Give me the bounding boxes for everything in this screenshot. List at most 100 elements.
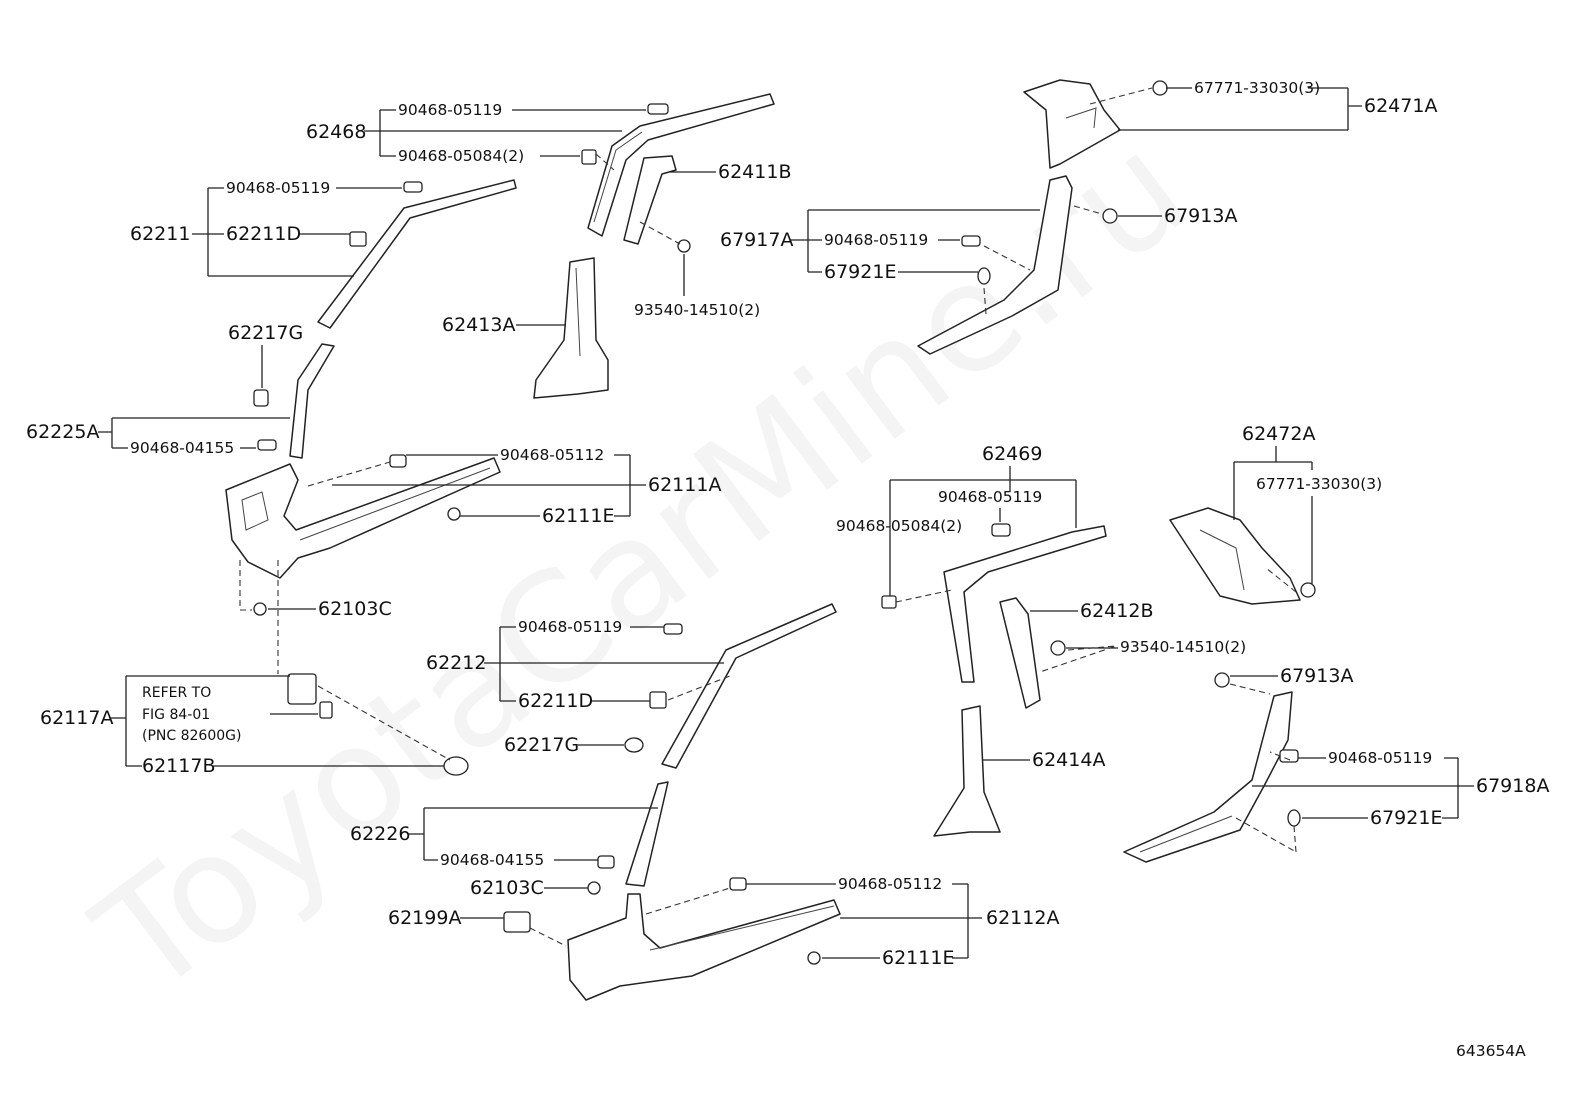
clip-90468-05119-a xyxy=(647,103,669,115)
label-62472A: 62472A xyxy=(1242,423,1315,445)
clip-90468-04155-a xyxy=(257,439,277,451)
clip-90468-05119-d xyxy=(961,235,981,247)
label-67771-33030-a: 67771-33030(3) xyxy=(1194,79,1320,97)
clip-67771-b xyxy=(1300,582,1316,598)
label-90468-05084-a: 90468-05084(2) xyxy=(398,147,524,165)
clip-90468-05084-a xyxy=(581,149,597,165)
label-62468: 62468 xyxy=(306,121,366,143)
cover-refer xyxy=(287,673,317,705)
part-illustrations xyxy=(225,79,1301,1001)
clip-90468-05084-b xyxy=(881,595,897,609)
label-62412B: 62412B xyxy=(1080,600,1153,622)
clip-90468-05119-c xyxy=(663,623,683,635)
label-90468-05119-b: 90468-05119 xyxy=(226,179,330,197)
label-90468-05119-a: 90468-05119 xyxy=(398,101,502,119)
part-67917A xyxy=(917,175,1073,355)
label-62469: 62469 xyxy=(982,443,1042,465)
clip-62111E-a xyxy=(447,507,461,521)
label-90468-05119-d: 90468-05119 xyxy=(824,231,928,249)
label-62211D-a: 62211D xyxy=(226,223,301,245)
part-62412B xyxy=(999,597,1041,709)
label-62217G-a: 62217G xyxy=(228,322,303,344)
label-62111A: 62111A xyxy=(648,474,721,496)
clip-90468-05119-f xyxy=(1279,749,1299,763)
part-62468 xyxy=(587,93,775,237)
label-62103C-b: 62103C xyxy=(470,877,544,899)
part-labels: 62468 90468-05119 90468-05084(2) 62411B … xyxy=(26,79,1549,1060)
clip-62211D-a xyxy=(349,231,367,247)
part-62226 xyxy=(625,781,669,887)
fastener-illustrations xyxy=(253,80,1316,965)
clip-90468-05119-b xyxy=(403,181,423,193)
part-62225A xyxy=(289,343,335,459)
figure-id: 643654A xyxy=(1456,1042,1526,1060)
label-90468-05119-c: 90468-05119 xyxy=(518,618,622,636)
label-90468-05084-b: 90468-05084(2) xyxy=(836,517,962,535)
part-62111A xyxy=(225,457,501,579)
part-62211 xyxy=(317,179,517,329)
dashed-lines xyxy=(239,87,1297,947)
bolt-67913A-b xyxy=(1214,672,1230,688)
label-90468-05119-f: 90468-05119 xyxy=(1328,749,1432,767)
label-62226: 62226 xyxy=(350,823,410,845)
part-62112A xyxy=(567,893,841,1001)
label-67913A-b: 67913A xyxy=(1280,665,1353,687)
label-62413A: 62413A xyxy=(442,314,515,336)
clip-62199A xyxy=(503,911,531,933)
part-62212 xyxy=(661,603,837,769)
cover-small xyxy=(319,701,333,719)
label-67921E-b: 67921E xyxy=(1370,807,1442,829)
label-62217G-b: 62217G xyxy=(504,734,579,756)
label-62411B: 62411B xyxy=(718,161,791,183)
part-62414A xyxy=(933,705,1001,837)
bolt-93540-a xyxy=(677,239,691,253)
clip-90468-05119-e xyxy=(991,523,1011,537)
label-67771-33030-b: 67771-33030(3) xyxy=(1256,475,1382,493)
clip-62211D-b xyxy=(649,691,667,709)
label-90468-04155-a: 90468-04155 xyxy=(130,439,234,457)
label-90468-05119-e: 90468-05119 xyxy=(938,488,1042,506)
refer-fig-line: FIG 84-01 xyxy=(142,707,210,723)
part-67918A xyxy=(1123,691,1293,863)
label-62117A: 62117A xyxy=(40,707,113,729)
part-62469 xyxy=(943,525,1107,683)
clip-67771-a xyxy=(1152,80,1168,96)
label-62212: 62212 xyxy=(426,652,486,674)
bolt-67913A-a xyxy=(1102,208,1118,224)
clip-62111E-b xyxy=(807,951,821,965)
label-67921E-a: 67921E xyxy=(824,261,896,283)
bolt-93540-b xyxy=(1050,640,1066,656)
refer-pnc-line: (PNC 82600G) xyxy=(142,728,241,744)
label-93540-14510-b: 93540-14510(2) xyxy=(1120,638,1246,656)
label-62111E-b: 62111E xyxy=(882,947,954,969)
label-62112A: 62112A xyxy=(986,907,1059,929)
label-67913A-a: 67913A xyxy=(1164,205,1237,227)
label-62225A: 62225A xyxy=(26,421,99,443)
clip-62103C-a xyxy=(253,602,267,616)
label-90468-05112-a: 90468-05112 xyxy=(500,446,604,464)
label-62117B: 62117B xyxy=(142,755,215,777)
label-62103C-a: 62103C xyxy=(318,598,392,620)
label-90468-05112-b: 90468-05112 xyxy=(838,875,942,893)
clip-90468-05112-a xyxy=(389,454,407,468)
part-62411B xyxy=(623,155,677,245)
clip-62103C-b xyxy=(587,881,601,895)
label-67917A: 67917A xyxy=(720,229,793,251)
label-62211D-b: 62211D xyxy=(518,690,593,712)
label-62111E-a: 62111E xyxy=(542,505,614,527)
clip-90468-04155-b xyxy=(597,855,615,869)
refer-to-line: REFER TO xyxy=(142,685,211,701)
clip-62117B xyxy=(443,756,469,776)
label-62211: 62211 xyxy=(130,223,190,245)
leader-lines xyxy=(98,87,1474,959)
label-90468-04155-b: 90468-04155 xyxy=(440,851,544,869)
label-62414A: 62414A xyxy=(1032,749,1105,771)
clip-67921E-a xyxy=(977,267,991,285)
label-67918A: 67918A xyxy=(1476,775,1549,797)
clip-90468-05112-b xyxy=(729,877,747,891)
part-62413A xyxy=(533,257,609,399)
clip-62217G-b xyxy=(624,737,644,753)
label-93540-14510-a: 93540-14510(2) xyxy=(634,301,760,319)
part-62472A xyxy=(1169,507,1301,605)
